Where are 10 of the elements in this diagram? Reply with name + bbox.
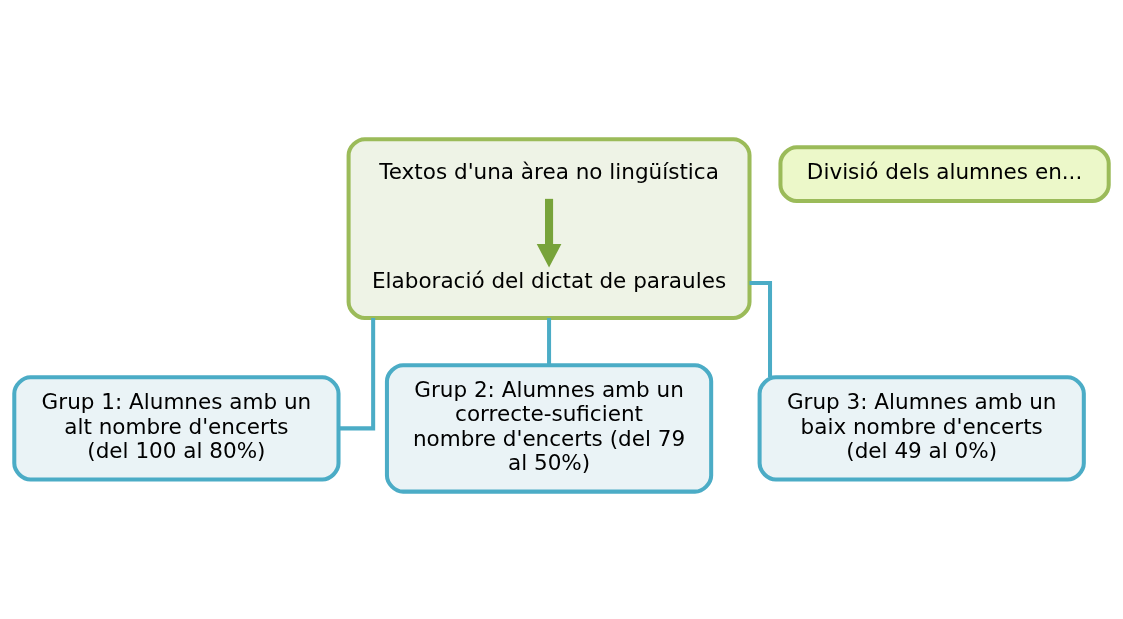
node-text: Elaboració del dictat de paraules (371, 267, 727, 293)
node-text: Textos d'una àrea no lingüística (379, 158, 719, 184)
node-box: Grup 3: Alumnes amb un baix nombre d'encerts (del 49 al 0%) (757, 374, 1086, 482)
node-box: Grup 2: Alumnes amb un correcte-suficient nombre d'encerts (del 79 al 50%) (384, 362, 714, 494)
arrow (536, 198, 562, 268)
connector (338, 317, 376, 430)
cluster (346, 136, 752, 320)
node-box: Grup 1: Alumnes amb un alt nombre d'encerts (del 100 al 80%) (12, 374, 341, 482)
connector (547, 317, 552, 365)
node-box: Divisió dels alumnes en... (778, 144, 1111, 203)
